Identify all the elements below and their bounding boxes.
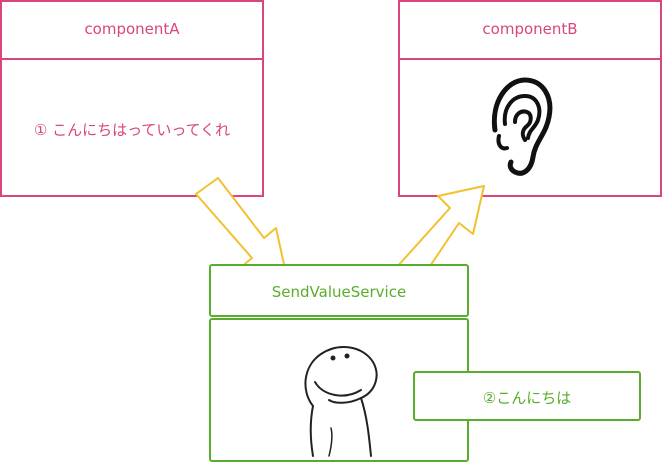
component-a-title: componentA xyxy=(84,20,180,38)
service-title: SendValueService xyxy=(271,283,407,301)
component-b-divider xyxy=(400,58,660,60)
component-a-message: ① こんにちはっていってくれ xyxy=(33,121,231,139)
ear-icon xyxy=(491,77,553,176)
service-title-box: SendValueService xyxy=(209,264,469,317)
component-b-box: componentB xyxy=(398,0,662,197)
component-b-title: componentB xyxy=(482,20,578,38)
component-a-box: componentA ① こんにちはっていってくれ xyxy=(0,0,264,197)
component-a-divider xyxy=(2,58,262,60)
value-box-text: ②こんにちは xyxy=(482,389,572,407)
smiling-character-sketch-icon xyxy=(304,346,378,457)
value-box: ②こんにちは xyxy=(413,371,641,421)
